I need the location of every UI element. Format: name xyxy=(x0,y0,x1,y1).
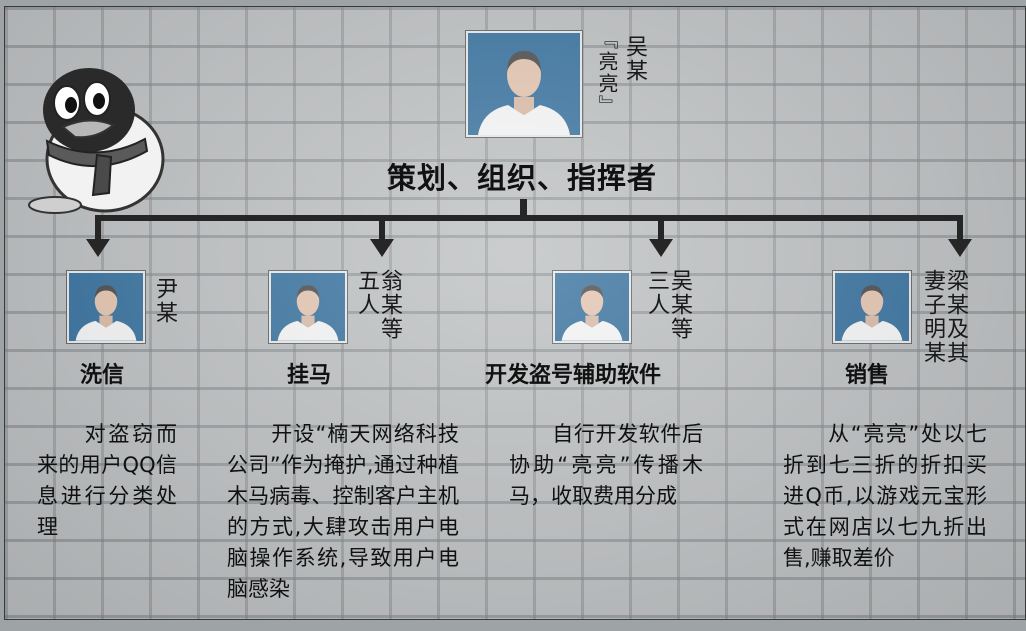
member-3-desc: 自行开发软件后协助“亮亮”传播木马，收取费用分成 xyxy=(509,422,703,508)
member-4-name: 梁某及其妻子明某 xyxy=(920,269,968,365)
qq-penguin-icon xyxy=(28,68,165,214)
member-3-role: 开发盗号辅助软件 xyxy=(485,363,662,388)
person-silhouette-icon xyxy=(69,273,143,341)
member-3-photo xyxy=(555,273,629,341)
member-2-photo xyxy=(271,273,345,341)
member-1-role: 洗信 xyxy=(80,363,125,388)
member-1-photo xyxy=(69,273,143,341)
org-chart: 吴某 『亮亮』 策划、组织、指挥者 尹某 洗信 对盗窃而来的用户QQ信息进行分类… xyxy=(4,6,1026,620)
connector-horizontal xyxy=(95,215,963,221)
branch-1 xyxy=(95,215,101,241)
top-role: 策划、组织、指挥者 xyxy=(387,161,658,195)
member-4-photo xyxy=(835,273,909,341)
arrow-4-icon xyxy=(948,239,972,257)
person-silhouette-icon xyxy=(468,33,580,135)
branch-4 xyxy=(957,215,963,241)
person-silhouette-icon xyxy=(271,273,345,341)
top-person-name: 吴某 xyxy=(622,35,647,83)
member-2-role: 挂马 xyxy=(287,363,332,388)
member-2-name: 翁某等五人 xyxy=(354,269,402,341)
top-person-photo xyxy=(468,33,580,135)
member-4-role: 销售 xyxy=(845,363,890,388)
person-silhouette-icon xyxy=(835,273,909,341)
person-silhouette-icon xyxy=(555,273,629,341)
arrow-2-icon xyxy=(370,239,394,257)
connector-vertical xyxy=(520,199,527,221)
branch-2 xyxy=(379,215,385,241)
member-1-desc: 对盗窃而来的用户QQ信息进行分类处理 xyxy=(37,422,177,539)
member-4-desc: 从“亮亮”处以七折到七三折的折扣买进Q币,以游戏元宝形式在网店以七九折出售,赚取… xyxy=(783,422,987,570)
member-1-name: 尹某 xyxy=(152,277,177,325)
member-2-desc: 开设“楠天网络科技公司”作为掩护,通过种植木马病毒、控制客户主机的方式,大肆攻击… xyxy=(227,422,459,601)
top-person-alias: 『亮亮』 xyxy=(595,29,619,117)
branch-3 xyxy=(658,215,664,241)
arrow-1-icon xyxy=(86,239,110,257)
arrow-3-icon xyxy=(649,239,673,257)
member-3-name: 吴某等三人 xyxy=(644,269,692,341)
